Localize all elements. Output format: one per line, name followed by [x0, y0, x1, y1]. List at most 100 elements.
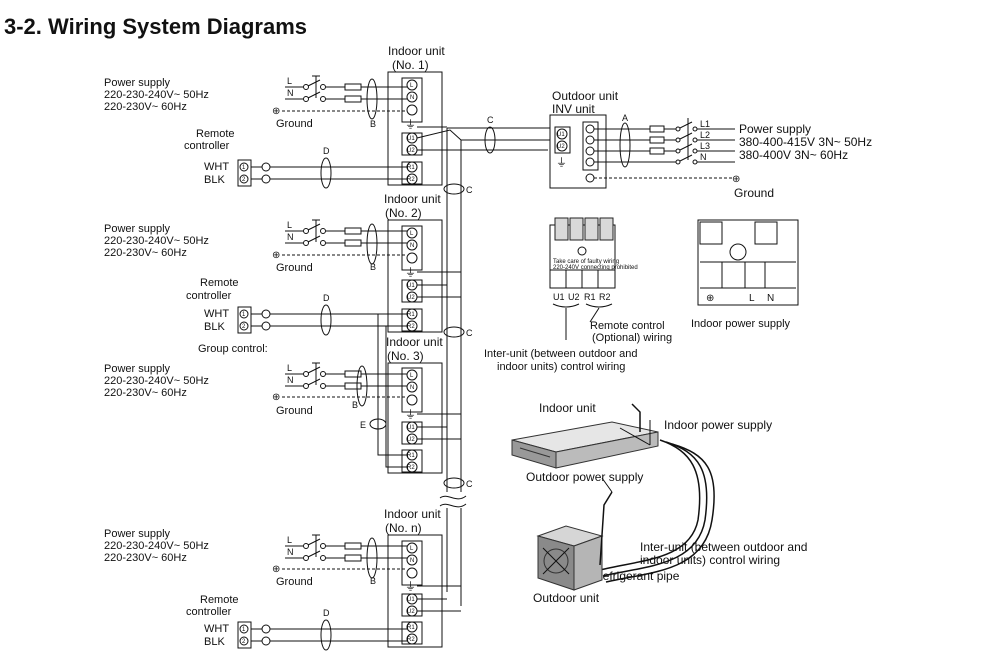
svg-text:220-230V~ 60Hz: 220-230V~ 60Hz — [104, 247, 187, 259]
svg-text:1: 1 — [242, 165, 246, 171]
svg-text:220-230V~ 60Hz: 220-230V~ 60Hz — [104, 101, 187, 113]
svg-text:Inter-unit (between outdoor an: Inter-unit (between outdoor and — [484, 348, 638, 360]
svg-text:L: L — [410, 546, 414, 552]
unit-n-name: Indoor unit — [384, 507, 441, 521]
svg-text:L: L — [410, 373, 414, 379]
power-supply-1: Power supply 220-230-240V~ 50Hz 220-230V… — [104, 75, 407, 130]
svg-text:L: L — [749, 293, 755, 304]
svg-text:Remote control: Remote control — [590, 320, 665, 332]
svg-text:N: N — [700, 152, 707, 162]
svg-text:Ground: Ground — [276, 262, 313, 274]
svg-text:N: N — [410, 558, 414, 564]
unit-1-name: Indoor unit — [388, 44, 445, 58]
svg-text:⊕: ⊕ — [272, 392, 280, 403]
svg-text:2: 2 — [242, 639, 246, 645]
svg-text:D: D — [323, 146, 330, 156]
svg-text:L1: L1 — [700, 119, 710, 129]
power-supply-n: Power supply 220-230-240V~ 50Hz 220-230V… — [104, 528, 407, 588]
indoor-unit-3: Indoor unit (No. 3) L N ⏚ U1 U2 R1 R2 — [386, 335, 443, 474]
svg-text:R2: R2 — [407, 324, 415, 330]
unit-n-no: (No. n) — [385, 521, 422, 535]
svg-text:⊕: ⊕ — [272, 564, 280, 575]
indoor-unit-n: Indoor unit (No. n) L N ⏚ U1 U2 R1 R2 — [384, 507, 443, 648]
svg-text:⏚: ⏚ — [405, 580, 416, 593]
svg-text:U1: U1 — [407, 597, 415, 603]
indoor-unit-2: Indoor unit (No. 2) L N ⏚ U1 U2 R1 R2 — [384, 192, 443, 333]
svg-text:R2: R2 — [407, 637, 415, 643]
svg-text:N: N — [287, 88, 294, 98]
svg-text:Ground: Ground — [734, 186, 774, 200]
svg-text:U2: U2 — [407, 437, 415, 443]
svg-text:⊕: ⊕ — [272, 250, 280, 261]
svg-text:Power supply: Power supply — [739, 122, 811, 136]
svg-text:U2: U2 — [568, 292, 580, 302]
svg-text:U1: U1 — [557, 132, 565, 138]
svg-text:Indoor unit: Indoor unit — [539, 401, 596, 415]
svg-text:Indoor power supply: Indoor power supply — [664, 418, 772, 432]
svg-text:L: L — [410, 231, 414, 237]
svg-text:BLK: BLK — [204, 321, 225, 333]
svg-text:⏚: ⏚ — [405, 408, 416, 421]
svg-text:R1: R1 — [584, 292, 596, 302]
svg-text:220-240V connecting prohibited: 220-240V connecting prohibited — [553, 265, 638, 271]
svg-text:N: N — [410, 95, 414, 101]
svg-text:B: B — [352, 400, 358, 410]
svg-text:220-230V~ 60Hz: 220-230V~ 60Hz — [104, 552, 187, 564]
remote-n: Remote controller WHT BLK 12 D — [186, 594, 407, 651]
svg-text:R1: R1 — [407, 312, 415, 318]
svg-text:C: C — [466, 479, 473, 489]
svg-text:WHT: WHT — [204, 308, 229, 320]
svg-text:U2: U2 — [407, 609, 415, 615]
svg-text:B: B — [370, 576, 376, 586]
svg-text:BLK: BLK — [204, 174, 225, 186]
inter-unit-bus: C C C C — [416, 115, 555, 612]
svg-text:WHT: WHT — [204, 161, 229, 173]
remote-1: Remote controller WHT BLK 12 D — [184, 128, 407, 189]
indoor-unit-1: Indoor unit (No. 1) L N ⏚ U1 U2 R1 R2 — [387, 44, 445, 186]
svg-text:L: L — [287, 76, 292, 86]
svg-text:⊕: ⊕ — [706, 293, 714, 304]
svg-text:U1: U1 — [553, 292, 565, 302]
svg-text:220-230-240V~ 50Hz: 220-230-240V~ 50Hz — [104, 235, 209, 247]
svg-text:220-230-240V~ 50Hz: 220-230-240V~ 50Hz — [104, 540, 209, 552]
svg-text:D: D — [323, 293, 330, 303]
svg-text:Indoor power supply: Indoor power supply — [691, 318, 791, 330]
svg-text:220-230-240V~ 50Hz: 220-230-240V~ 50Hz — [104, 89, 209, 101]
svg-text:Take care of faulty wiring: Take care of faulty wiring — [553, 259, 619, 265]
svg-text:⊕: ⊕ — [272, 106, 280, 117]
svg-text:⏚: ⏚ — [556, 156, 567, 169]
indoor-power-block: ⊕ L N Indoor power supply — [691, 219, 799, 330]
svg-text:WHT: WHT — [204, 623, 229, 635]
svg-text:Ground: Ground — [276, 576, 313, 588]
svg-text:L: L — [287, 363, 292, 373]
svg-text:Power supply: Power supply — [104, 223, 171, 235]
svg-text:R2: R2 — [599, 292, 611, 302]
svg-text:N: N — [410, 385, 414, 391]
svg-text:controller: controller — [186, 606, 232, 618]
svg-text:1: 1 — [242, 627, 246, 633]
svg-text:D: D — [323, 608, 330, 618]
svg-text:L3: L3 — [700, 141, 710, 151]
svg-text:380-400V 3N~ 60Hz: 380-400V 3N~ 60Hz — [739, 148, 848, 162]
svg-text:Inter-unit (between outdoor an: Inter-unit (between outdoor and — [640, 540, 807, 554]
unit-2-name: Indoor unit — [384, 192, 441, 206]
svg-text:Power supply: Power supply — [104, 528, 171, 540]
svg-text:C: C — [466, 185, 473, 195]
svg-text:220-230V~ 60Hz: 220-230V~ 60Hz — [104, 387, 187, 399]
svg-text:Outdoor power supply: Outdoor power supply — [526, 470, 643, 484]
svg-text:L2: L2 — [700, 130, 710, 140]
svg-text:220-230-240V~ 50Hz: 220-230-240V~ 50Hz — [104, 375, 209, 387]
svg-text:U2: U2 — [557, 144, 565, 150]
svg-text:Ground: Ground — [276, 405, 313, 417]
svg-text:controller: controller — [184, 140, 230, 152]
svg-text:INV unit: INV unit — [552, 102, 595, 116]
svg-text:Outdoor unit: Outdoor unit — [552, 89, 619, 103]
svg-text:indoor units) control wiring: indoor units) control wiring — [497, 361, 625, 373]
svg-text:N: N — [410, 243, 414, 249]
svg-text:(Optional) wiring: (Optional) wiring — [592, 332, 672, 344]
svg-text:Remote: Remote — [200, 277, 239, 289]
svg-text:⊕: ⊕ — [732, 174, 740, 185]
group-control-label: Group control: — [198, 343, 268, 355]
svg-text:N: N — [767, 293, 774, 304]
